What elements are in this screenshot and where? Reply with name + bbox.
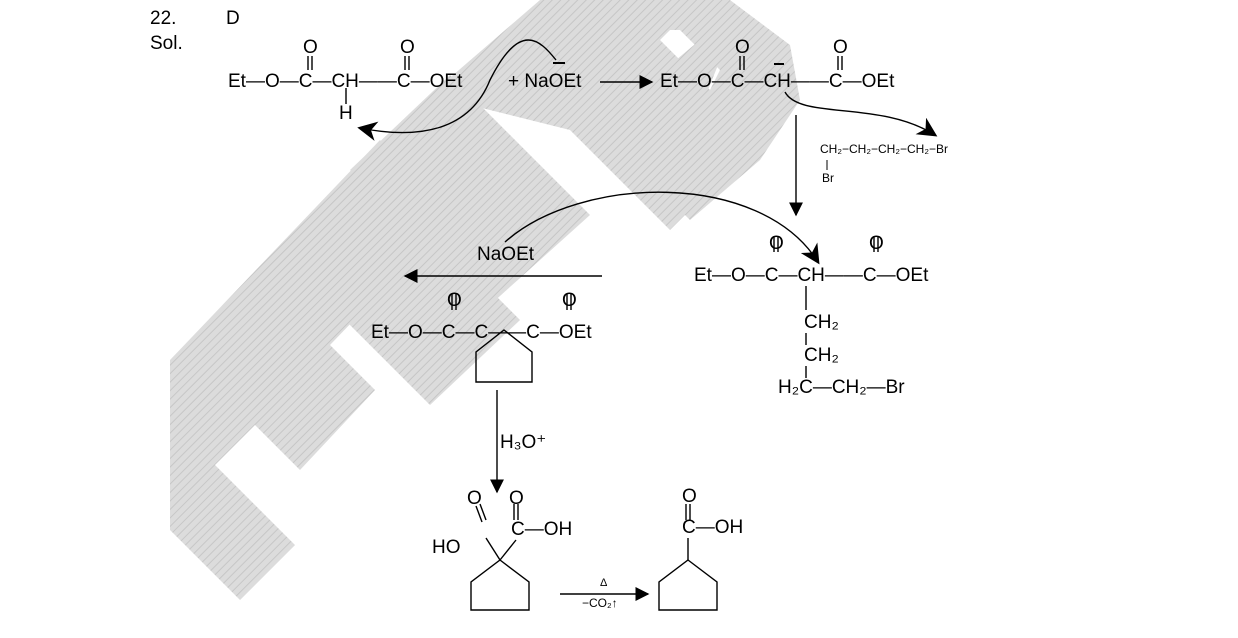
dibromobutane-br: Br: [822, 171, 834, 185]
hydrolysis-reagent: H₃O⁺: [500, 432, 547, 453]
chain-terminal-bromide: H₂C—CH₂—Br: [778, 377, 905, 398]
cyclic-diester-bonds: [451, 294, 572, 383]
curved-arrow-deprotonation: [357, 39, 557, 141]
diacid-bonds: [470, 503, 530, 611]
diacid-left: HO: [432, 537, 461, 558]
product1-carbonyls: [739, 56, 843, 70]
carbonyl-o-6: O: [869, 233, 884, 254]
enolate-product: Et—O—C—CH——C—OEt: [660, 71, 895, 92]
carbonyl-o-4: O: [833, 37, 848, 58]
question-number: 22.: [150, 8, 177, 29]
curved-arrow-alkylation: [784, 91, 938, 137]
cyclopentanecarboxylic-acid: C—OH: [682, 517, 744, 538]
carbonyl-o-10: O: [509, 488, 524, 509]
co2-loss: −CO₂↑: [582, 596, 618, 610]
cyclization-reagent: NaOEt: [477, 244, 535, 265]
curved-arrow-cyclization: [504, 191, 820, 265]
cyclopentane-ring-1: [475, 329, 533, 383]
alkylated-malonate: Et—O—C—CH——C—OEt: [694, 265, 929, 286]
carbonyl-o-2: O: [400, 37, 415, 58]
final-acid-bonds: [658, 504, 718, 611]
solution-label: Sol.: [150, 33, 183, 54]
carbonyl-o-7: O: [447, 290, 462, 311]
carbonyl-o-1: O: [303, 37, 318, 58]
cyclopentane-ring-2: [470, 559, 530, 611]
cyclic-diester: Et—O—C—C——C—OEt: [371, 322, 592, 343]
chain-ch2-b: CH₂: [804, 345, 839, 366]
diacid-right: C—OH: [511, 519, 573, 540]
carbonyl-o-8: O: [562, 290, 577, 311]
dibromobutane-chain: CH₂−CH₂−CH₂−CH₂−Br: [820, 142, 948, 156]
carbonyl-o-11: O: [682, 486, 697, 507]
acidic-h: H: [339, 103, 353, 124]
question-answer: D: [226, 8, 240, 29]
heat-symbol: Δ: [600, 577, 608, 589]
intermediate-bonds: [773, 236, 879, 378]
carbonyl-o-5: O: [769, 233, 784, 254]
carbonyl-o-3: O: [735, 37, 750, 58]
carbonyl-o-9: O: [467, 488, 482, 509]
chain-ch2-a: CH₂: [804, 312, 839, 333]
cyclopentane-ring-3: [658, 559, 718, 611]
malonate-reactant: Et—O—C—CH——C—OEt: [228, 71, 463, 92]
base-reagent: + NaOEt: [508, 71, 582, 92]
reactant-carbonyls: [307, 56, 410, 104]
